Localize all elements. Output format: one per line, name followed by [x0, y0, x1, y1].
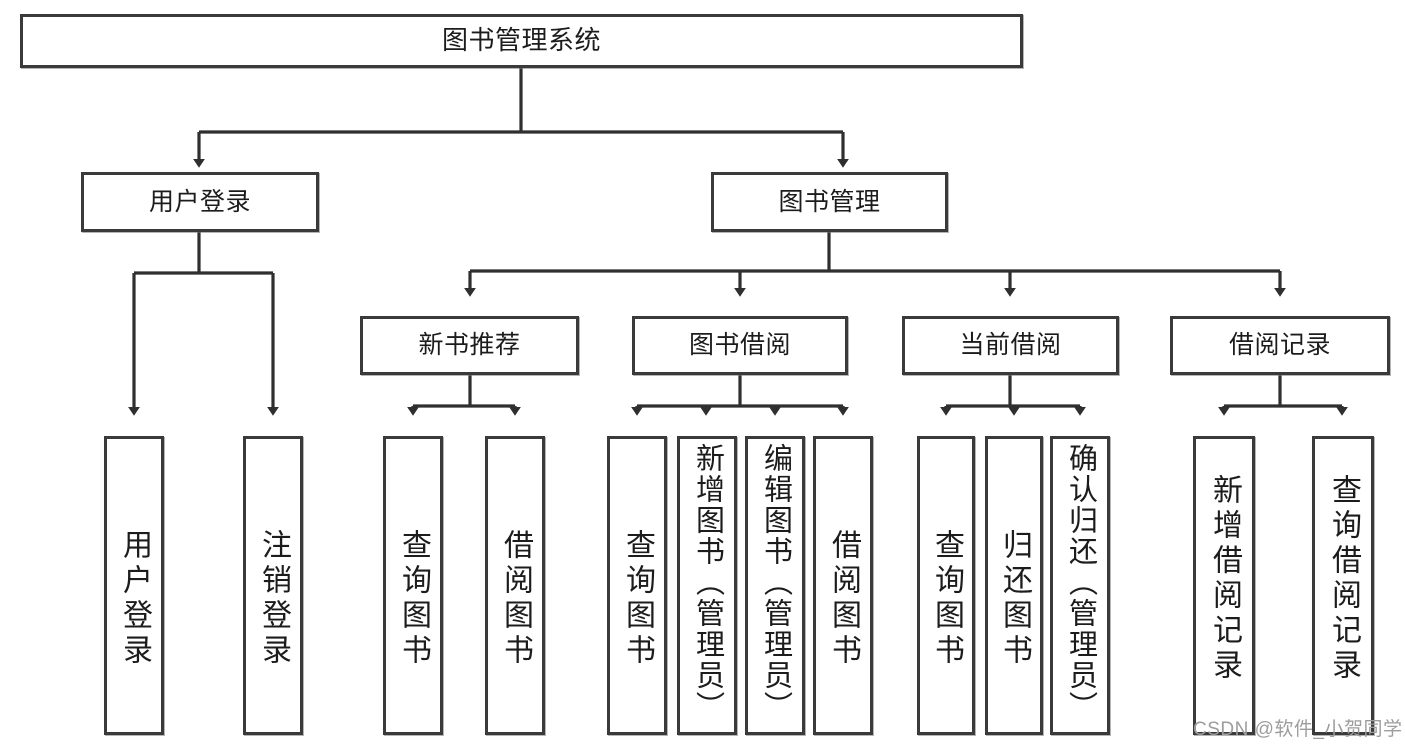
node-label: 编辑图书（管理员）	[759, 443, 792, 722]
node-label: 图书管理系统	[441, 25, 601, 56]
node-label: 新书推荐	[418, 331, 521, 360]
leaf-new-book-query-book[interactable]: 查询图书	[383, 436, 443, 735]
leaf-user-login-login[interactable]: 用户登录	[104, 436, 164, 735]
node-label: 借阅图书	[827, 529, 860, 669]
node-label: 查询图书	[621, 529, 654, 669]
node-label: 新增图书（管理员）	[691, 443, 724, 722]
leaf-user-login-logout[interactable]: 注销登录	[243, 436, 303, 735]
node-current-borrow[interactable]: 当前借阅	[902, 316, 1119, 375]
node-borrow-record[interactable]: 借阅记录	[1170, 316, 1390, 375]
node-label: 查询借阅记录	[1327, 474, 1360, 684]
leaf-book-borrow-edit-book-admin[interactable]: 编辑图书（管理员）	[745, 436, 805, 735]
node-label: 确认归还（管理员）	[1064, 443, 1097, 722]
node-label: 新增借阅记录	[1208, 474, 1241, 684]
node-label: 查询图书	[397, 529, 430, 669]
leaf-current-borrow-return-book[interactable]: 归还图书	[985, 436, 1043, 735]
node-label: 归还图书	[998, 529, 1031, 669]
leaf-book-borrow-add-book-admin[interactable]: 新增图书（管理员）	[677, 436, 737, 735]
node-label: 借阅记录	[1228, 331, 1331, 360]
node-label: 图书管理	[778, 187, 881, 216]
node-label: 查询图书	[930, 529, 963, 669]
leaf-current-borrow-query-book[interactable]: 查询图书	[917, 436, 975, 735]
node-book-borrow[interactable]: 图书借阅	[632, 316, 848, 375]
node-book-management-system[interactable]: 图书管理系统	[20, 14, 1023, 68]
node-book-management[interactable]: 图书管理	[711, 172, 948, 232]
leaf-borrow-record-query-record[interactable]: 查询借阅记录	[1312, 436, 1374, 735]
node-label: 图书借阅	[688, 331, 791, 360]
node-label: 当前借阅	[959, 331, 1062, 360]
leaf-book-borrow-borrow-book[interactable]: 借阅图书	[813, 436, 873, 735]
node-label: 注销登录	[257, 529, 290, 669]
leaf-new-book-borrow-book[interactable]: 借阅图书	[485, 436, 545, 735]
node-label: 借阅图书	[499, 529, 532, 669]
node-label: 用户登录	[148, 187, 251, 216]
leaf-book-borrow-query-book[interactable]: 查询图书	[607, 436, 667, 735]
csdn-watermark: CSDN @软件_小贺同学	[1193, 719, 1403, 740]
node-user-login[interactable]: 用户登录	[81, 172, 319, 232]
node-label: 用户登录	[118, 529, 151, 669]
leaf-borrow-record-add-record[interactable]: 新增借阅记录	[1193, 436, 1255, 735]
leaf-current-borrow-confirm-return-admin[interactable]: 确认归还（管理员）	[1050, 436, 1110, 735]
node-new-book-recommend[interactable]: 新书推荐	[360, 316, 579, 375]
